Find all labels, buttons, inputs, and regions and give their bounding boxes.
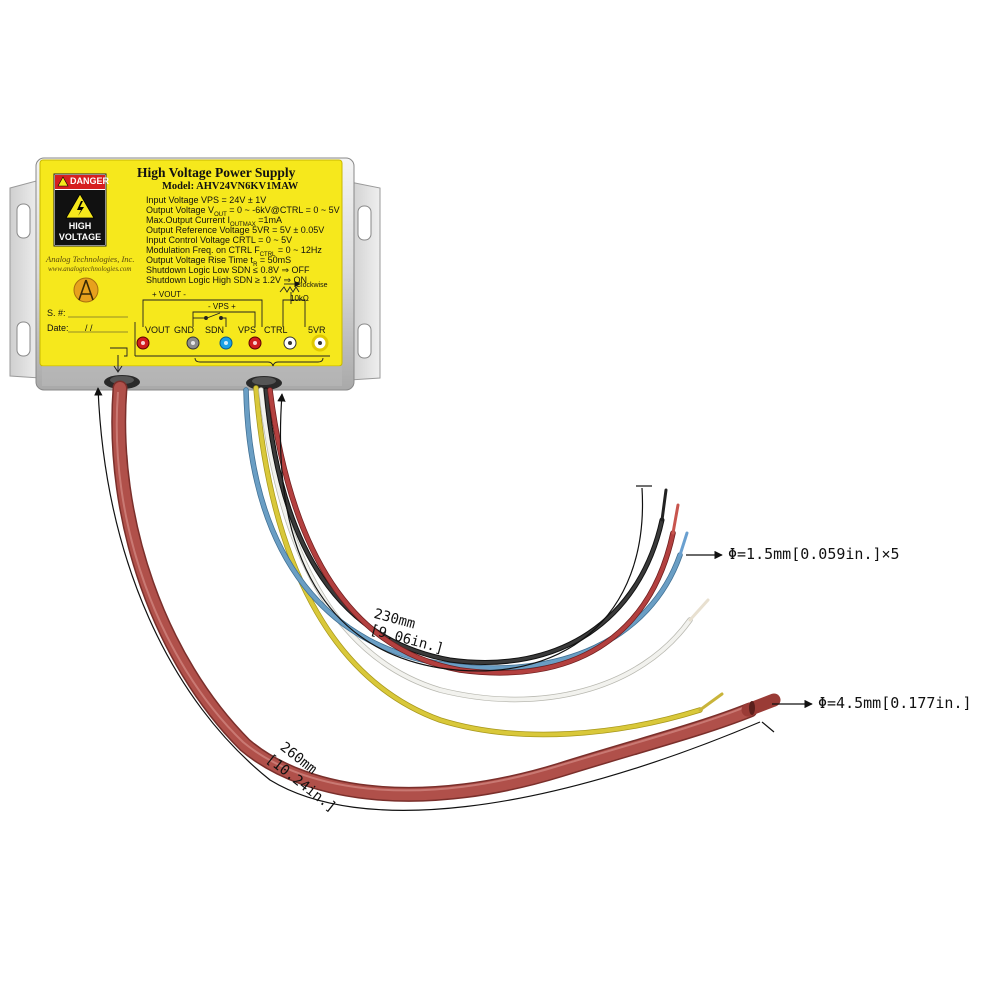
spec-shutdown-high: Shutdown Logic High SDN ≥ 1.2V ⇒ ON xyxy=(146,275,308,285)
vps-bracket-label: - VPS + xyxy=(208,302,236,311)
pin-label-vps: VPS xyxy=(238,325,257,335)
label-model: Model: AHV24VN6KV1MAW xyxy=(162,181,299,192)
high-voltage-line2: VOLTAGE xyxy=(58,232,102,242)
clockwise-label: Clockwise xyxy=(296,282,328,289)
pin-schematic xyxy=(134,280,330,367)
brand-url: www.analogtechnologies.com xyxy=(48,265,132,273)
thin-wire-diameter: Φ=1.5mm[0.059in.]×5 xyxy=(728,545,900,563)
pin-label-ctrl: CTRL xyxy=(264,325,288,335)
signal-wire-bundle xyxy=(243,385,724,738)
danger-header: DANGER xyxy=(70,176,110,186)
vout-output-arrow xyxy=(110,347,128,373)
pot-value-label: 10kΩ xyxy=(290,294,309,303)
spec-input-voltage: Input Voltage VPS = 24V ± 1V xyxy=(146,195,267,205)
spec-modulation-freq: Modulation Freq. on CTRL FCTRL = 0 ~ 12H… xyxy=(146,245,322,258)
short-wire-length-dimension xyxy=(277,393,652,672)
pin-label-vout: VOUT xyxy=(145,325,171,335)
pin-label-5vr: 5VR xyxy=(308,325,326,335)
date-label: Date: xyxy=(47,323,69,333)
high-voltage-line1: HIGH xyxy=(68,221,92,231)
brand-logo xyxy=(73,277,99,303)
spec-shutdown-low: Shutdown Logic Low SDN ≤ 0.8V ⇒ OFF xyxy=(146,265,310,275)
serial-number-label: S. #: xyxy=(47,308,66,318)
spec-max-current: Max.Output Current IOUTMAX =1mA xyxy=(146,215,282,228)
pin-label-sdn: SDN xyxy=(205,325,225,335)
long-wire-length-dimension xyxy=(94,387,775,811)
signal-cable-grommet xyxy=(246,376,282,390)
vout-bracket-label: + VOUT - xyxy=(152,290,186,299)
spec-reference-voltage: Output Reference Voltage 5VR = 5V ± 0.05… xyxy=(146,225,325,235)
date-slashes: / / xyxy=(85,323,93,333)
hv-output-cable xyxy=(111,380,781,802)
pin-label-gnd: GND xyxy=(174,325,194,335)
danger-warning-sign xyxy=(53,173,107,247)
spec-control-voltage: Input Control Voltage CRTL = 0 ~ 5V xyxy=(146,235,293,245)
pin-terminals xyxy=(136,334,329,352)
thick-wire-diameter: Φ=4.5mm[0.177in.] xyxy=(818,694,972,712)
brand-name: Analog Technologies, Inc. xyxy=(46,254,135,264)
label-title: High Voltage Power Supply xyxy=(137,165,296,180)
spec-rise-time: Output Voltage Rise Time tR = 50mS xyxy=(146,255,292,268)
spec-output-voltage: Output Voltage VOUT = 0 ~ -6kV@CTRL = 0 … xyxy=(146,205,340,218)
